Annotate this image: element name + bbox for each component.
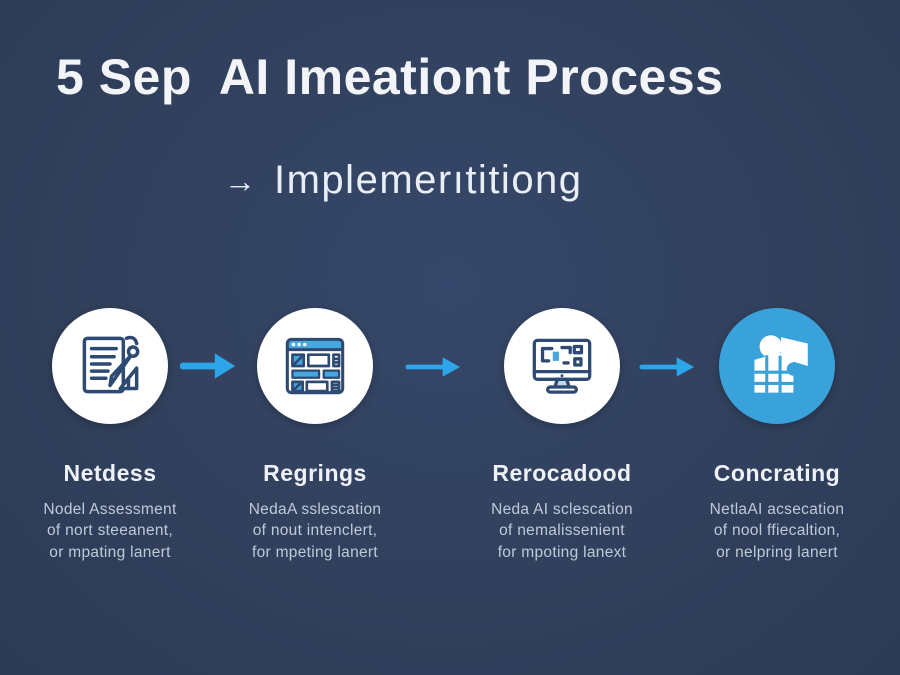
subtitle: → Implemerıtitiong — [224, 158, 583, 203]
step-description: NetlaAI acsecation of nool ffiecaltion, … — [677, 499, 877, 563]
flow-arrow-icon — [405, 357, 461, 377]
desc-line: of nout intenclert, — [252, 522, 378, 540]
flow-arrow-icon — [180, 353, 236, 379]
desc-line: NedaA sslescation — [248, 501, 382, 518]
desc-line: for mpeting lanert — [251, 543, 379, 561]
step-description: NedaA sslescation of nout intenclert, fo… — [215, 499, 415, 563]
step-column-2: Regrings NedaA sslescation of nout inten… — [215, 308, 415, 563]
desc-line: of nool ffiecaltion, — [713, 522, 841, 540]
document-pencil-icon — [69, 325, 151, 407]
desc-line: for mpoting lanext — [497, 543, 627, 561]
main-title: 5 Sep AI Imeationt Process — [56, 49, 724, 105]
step-circle — [52, 308, 168, 424]
desc-line: or nelpring lanert — [716, 543, 838, 561]
browser-grid-icon — [274, 325, 356, 407]
desc-line: Neda AI sclescation — [491, 501, 633, 518]
desc-line: of nemalissenient — [499, 522, 625, 540]
flow-arrow-icon — [639, 357, 695, 377]
desc-line: Nodel Assessment — [43, 501, 177, 518]
step-label: Regrings — [263, 460, 367, 486]
step-column-3: Rerocadood Neda AI sclescation of nemali… — [462, 308, 662, 563]
step-label: Concrating — [713, 460, 841, 486]
step-label: Netdess — [63, 460, 157, 486]
step-column-4: Concrating NetlaAI acsecation of nool ff… — [677, 308, 877, 563]
step-description: Neda AI sclescation of nemalissenient fo… — [462, 499, 662, 563]
desc-line: NetlaAI acsecation — [709, 501, 845, 518]
building-icon — [736, 325, 818, 407]
step-circle — [719, 308, 835, 424]
step-label: Rerocadood — [492, 460, 632, 486]
step-circle — [504, 308, 620, 424]
monitor-dashboard-icon — [521, 325, 603, 407]
subtitle-text: Implemerıtitiong — [274, 158, 583, 202]
step-column-1: Netdess Nodel Assessment of nort steeane… — [10, 308, 210, 563]
desc-line: of nort steeanent, — [46, 522, 174, 540]
step-description: Nodel Assessment of nort steeanent, or m… — [10, 499, 210, 563]
step-circle — [257, 308, 373, 424]
right-arrow-icon: → — [224, 162, 256, 199]
desc-line: or mpating lanert — [49, 543, 171, 561]
